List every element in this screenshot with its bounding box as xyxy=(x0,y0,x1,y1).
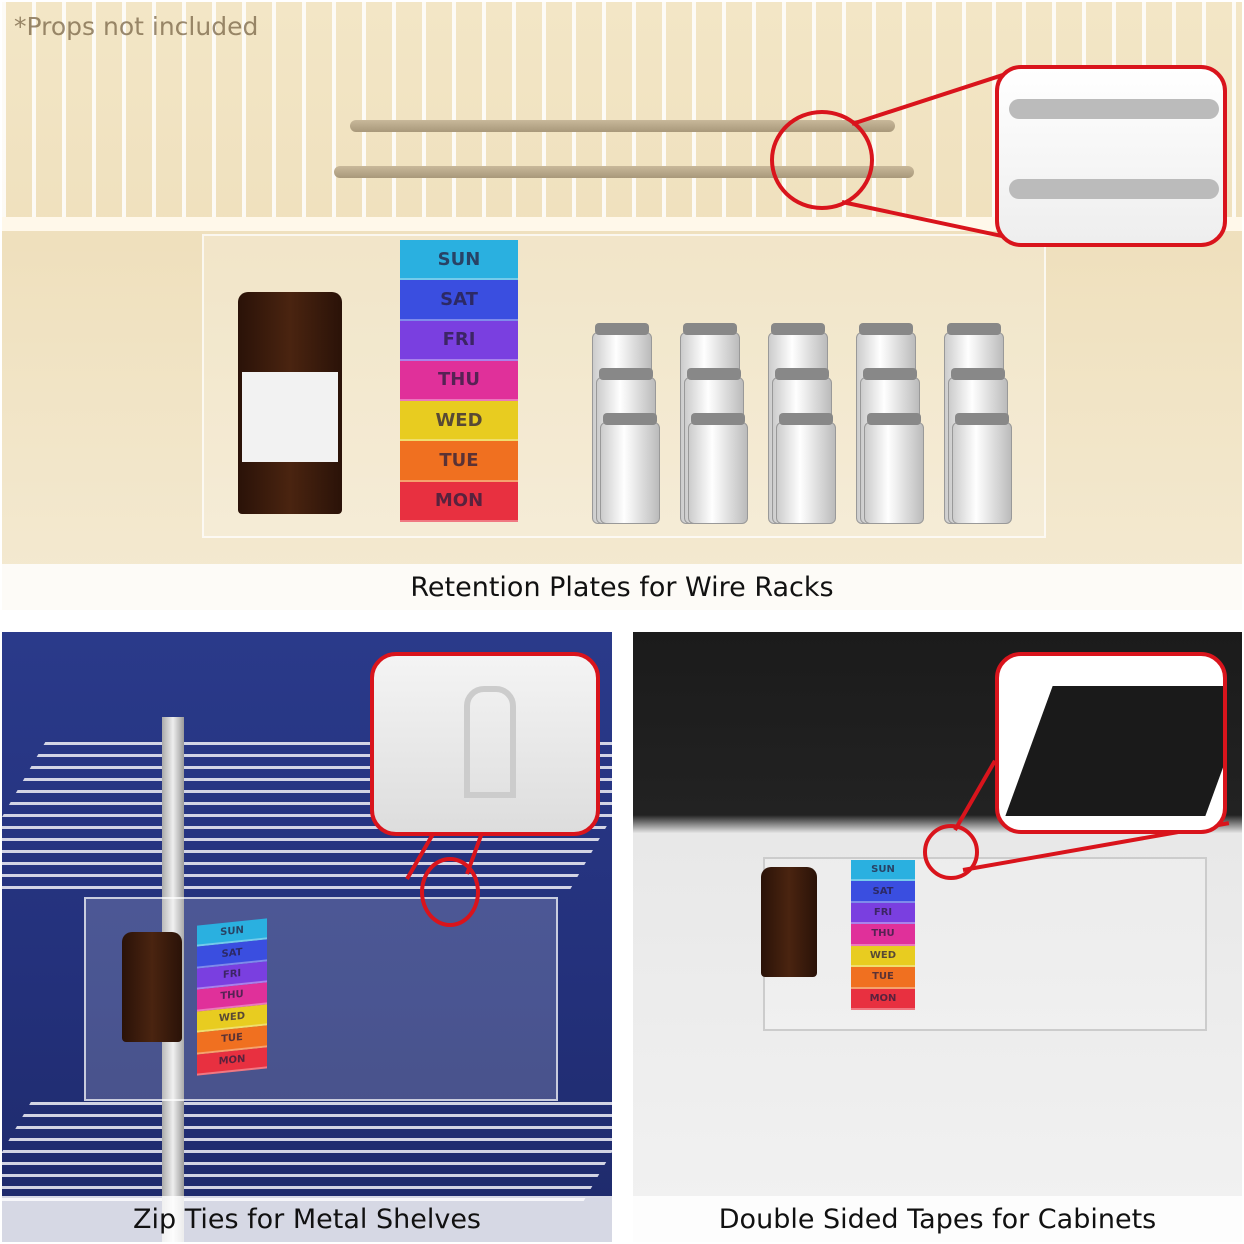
vial xyxy=(600,413,660,524)
callout-ring xyxy=(923,824,979,880)
vial xyxy=(864,413,924,524)
caption: Retention Plates for Wire Racks xyxy=(2,564,1242,610)
vial xyxy=(776,413,836,524)
pill-compartment-wed: WED xyxy=(400,401,518,442)
medicine-bottle xyxy=(761,867,817,977)
props-note: *Props not included xyxy=(14,12,259,41)
pill-compartment-sun: SUN xyxy=(851,860,915,882)
retention-plate xyxy=(334,166,914,178)
callout-ring xyxy=(770,110,874,210)
pill-compartment-sat: SAT xyxy=(400,280,518,321)
vial xyxy=(688,413,748,524)
pill-compartment-fri: FRI xyxy=(851,902,915,925)
pill-compartment-tue: TUE xyxy=(851,967,915,989)
pill-compartment-sat: SAT xyxy=(851,881,915,903)
caption: Zip Ties for Metal Shelves xyxy=(2,1196,612,1242)
caption: Double Sided Tapes for Cabinets xyxy=(633,1196,1242,1242)
medicine-bottle xyxy=(122,932,182,1042)
pill-compartment-fri: FRI xyxy=(400,320,518,361)
zoom-callout xyxy=(995,65,1227,247)
callout-line xyxy=(953,759,997,831)
pill-compartment-tue: TUE xyxy=(400,441,518,482)
pill-compartment-mon: MON xyxy=(400,481,518,522)
pill-compartment-thu: THU xyxy=(851,924,915,946)
pill-compartment-thu: THU xyxy=(400,360,518,402)
metal-shelf xyxy=(2,1102,612,1202)
pill-compartment-wed: WED xyxy=(851,945,915,968)
pill-compartment-mon: MON xyxy=(851,988,915,1010)
acrylic-bin xyxy=(763,857,1207,1031)
callout-ring xyxy=(420,857,480,927)
vial xyxy=(952,413,1012,524)
retention-plate xyxy=(350,120,895,132)
zoom-callout xyxy=(995,652,1227,834)
medicine-bottle xyxy=(238,292,342,514)
zoom-callout xyxy=(370,652,600,836)
pill-compartment-sun: SUN xyxy=(400,240,518,281)
